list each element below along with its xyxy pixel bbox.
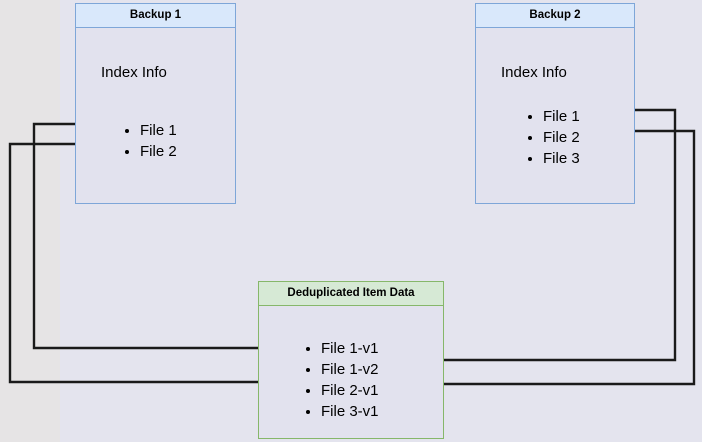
list-item[interactable]: File 3: [526, 148, 580, 169]
list-item[interactable]: File 2: [123, 141, 177, 162]
backup-1-box[interactable]: Backup 1 Index Info File 1 File 2: [75, 3, 236, 204]
backup-2-header: Backup 2: [476, 4, 634, 28]
list-item[interactable]: File 1-v2: [304, 359, 379, 380]
list-item[interactable]: File 1: [526, 106, 580, 127]
background-panel-left: [0, 0, 60, 442]
list-item[interactable]: File 2: [526, 127, 580, 148]
backup-2-index-label: Index Info: [501, 64, 567, 81]
backup-2-file-list: File 1 File 2 File 3: [526, 106, 580, 169]
list-item[interactable]: File 3-v1: [304, 401, 379, 422]
list-item[interactable]: File 2-v1: [304, 380, 379, 401]
backup-1-index-label: Index Info: [101, 64, 167, 81]
deduplicated-item-data-header: Deduplicated Item Data: [259, 282, 443, 306]
backup-2-body: Index Info File 1 File 2 File 3: [476, 28, 634, 203]
deduplicated-file-list: File 1-v1 File 1-v2 File 2-v1 File 3-v1: [304, 338, 379, 422]
backup-1-header: Backup 1: [76, 4, 235, 28]
backup-1-file-list: File 1 File 2: [123, 120, 177, 162]
deduplicated-item-data-body: File 1-v1 File 1-v2 File 2-v1 File 3-v1: [259, 306, 443, 438]
backup-1-body: Index Info File 1 File 2: [76, 28, 235, 203]
list-item[interactable]: File 1: [123, 120, 177, 141]
backup-2-box[interactable]: Backup 2 Index Info File 1 File 2 File 3: [475, 3, 635, 204]
list-item[interactable]: File 1-v1: [304, 338, 379, 359]
deduplicated-item-data-box[interactable]: Deduplicated Item Data File 1-v1 File 1-…: [258, 281, 444, 439]
